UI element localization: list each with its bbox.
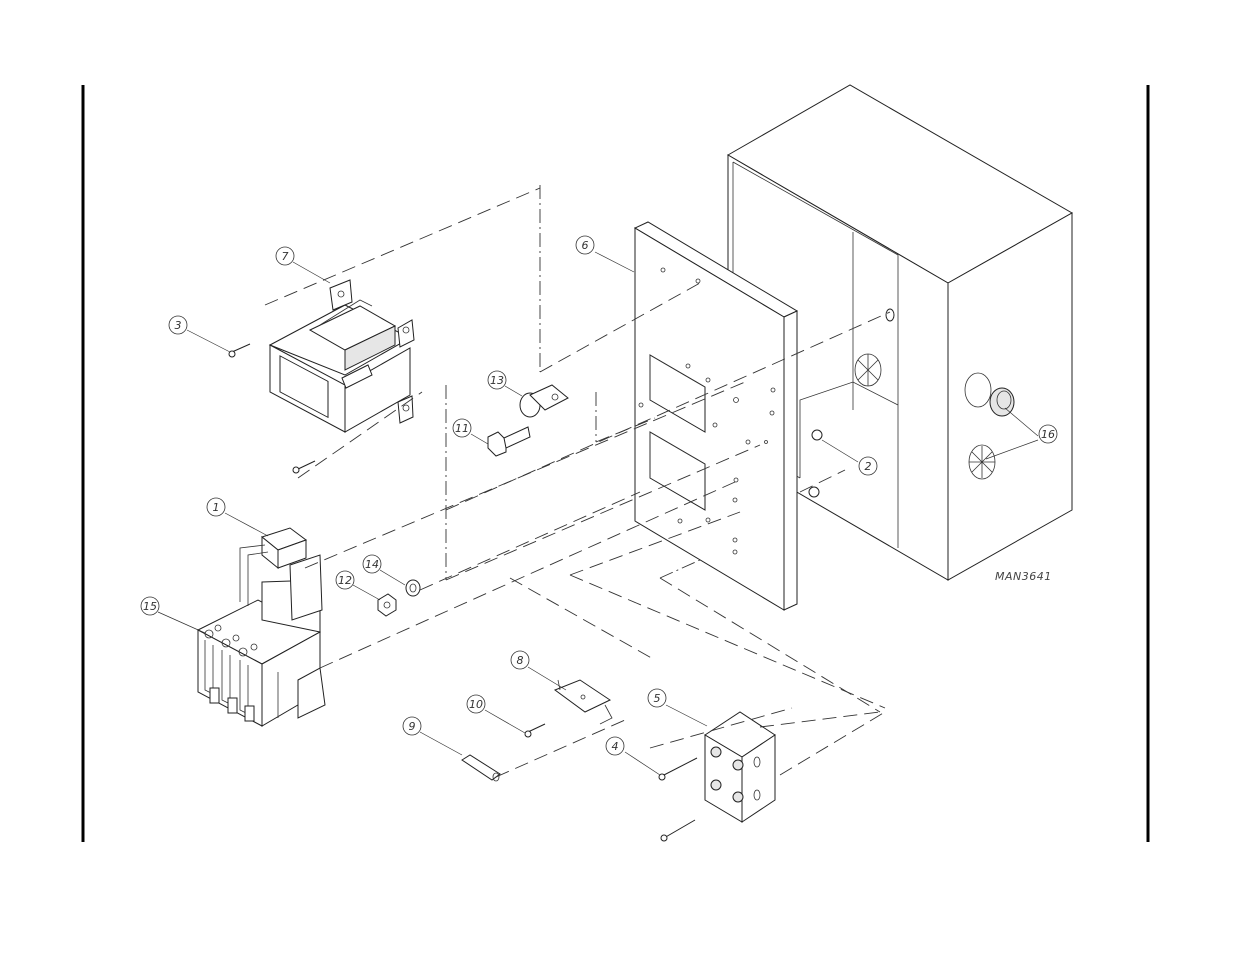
callout-13: 13	[488, 371, 506, 389]
callout-5: 5	[648, 689, 666, 707]
callout-2-label: 2	[865, 460, 872, 473]
drawing-number: MAN3641	[995, 570, 1052, 583]
callout-3: 3	[169, 316, 187, 334]
callout-6: 6	[576, 236, 594, 254]
callout-10: 10	[467, 695, 485, 713]
callout-4-label: 4	[612, 740, 619, 753]
callout-11-label: 11	[455, 422, 469, 435]
callout-8: 8	[511, 651, 529, 669]
callout-7: 7	[276, 247, 294, 265]
callout-13-label: 13	[490, 374, 504, 387]
contactor	[198, 528, 325, 726]
fuse	[462, 755, 500, 781]
callout-4: 4	[606, 737, 624, 755]
callout-11: 11	[453, 419, 471, 437]
callout-1-label: 1	[213, 501, 220, 514]
callout-10-label: 10	[469, 698, 483, 711]
callout-2: 2	[859, 457, 877, 475]
callout-16: 16	[1039, 425, 1057, 443]
callout-5-label: 5	[654, 692, 661, 705]
fuse-holder	[555, 680, 612, 724]
callout-15: 15	[141, 597, 159, 615]
terminal-block	[705, 712, 775, 822]
callout-7-label: 7	[282, 250, 289, 263]
callout-6-label: 6	[582, 239, 589, 252]
callout-9-label: 9	[409, 720, 416, 733]
callout-1: 1	[207, 498, 225, 516]
callout-16-label: 16	[1041, 428, 1055, 441]
callout-12-label: 12	[338, 574, 352, 587]
callout-14-label: 14	[365, 558, 379, 571]
callout-8-label: 8	[517, 654, 524, 667]
callout-15-label: 15	[143, 600, 157, 613]
callout-9: 9	[403, 717, 421, 735]
callout-3-label: 3	[175, 319, 182, 332]
callout-14: 14	[363, 555, 381, 573]
transformer	[270, 280, 414, 432]
callout-12: 12	[336, 571, 354, 589]
